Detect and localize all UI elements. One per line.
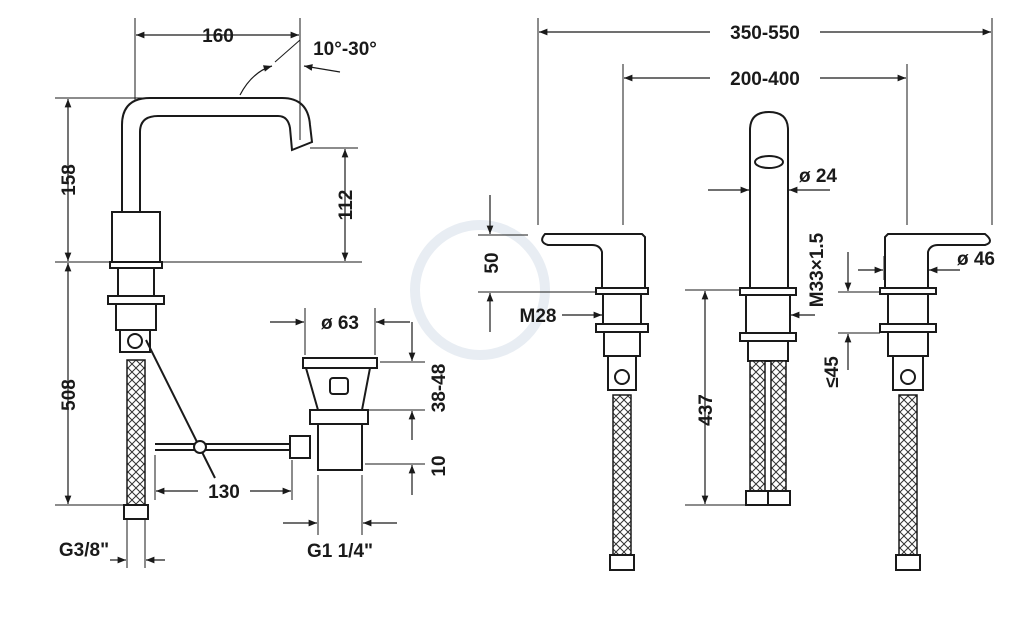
- single-hole-mixer: [107, 97, 378, 520]
- single-hole-dimensions: 160 10°-30° 158 112 508 ø 63 38-48 10 13…: [55, 18, 450, 568]
- dim-max-deck: ≤45: [822, 356, 843, 388]
- dim-inner-spacing: 200-400: [730, 69, 800, 90]
- dim-spout-height: 158: [59, 164, 80, 196]
- dim-drain-offset: 10: [429, 455, 450, 476]
- dim-spout-thread: M33×1.5: [807, 232, 828, 307]
- dim-outlet-height: 112: [336, 190, 357, 221]
- dim-overall-spacing: 350-550: [730, 23, 800, 44]
- dim-rod-length: 130: [208, 482, 240, 503]
- watermark-logo: [410, 220, 550, 360]
- dim-handle-diameter: ø 46: [957, 249, 995, 270]
- dim-handle-thread: M28: [520, 306, 557, 327]
- dim-spout-angle: 10°-30°: [313, 39, 377, 60]
- dim-drain-diameter: ø 63: [321, 313, 359, 334]
- dim-handle-height: 50: [482, 252, 503, 273]
- dim-drain-range: 38-48: [429, 364, 450, 413]
- dim-drain-thread: G1 1/4": [307, 541, 373, 562]
- dim-hose-length: 508: [59, 379, 80, 411]
- dim-spout-reach: 160: [202, 26, 234, 47]
- dim-supply-thread: G3/8": [59, 540, 109, 561]
- dim-spout-diameter: ø 24: [799, 166, 837, 187]
- three-hole-mixer: [541, 110, 991, 571]
- three-hole-dimensions: 350-550 200-400 ø 24 50 M28 437 M33×1.5 …: [478, 18, 995, 506]
- dim-spout-hose-length: 437: [696, 394, 717, 426]
